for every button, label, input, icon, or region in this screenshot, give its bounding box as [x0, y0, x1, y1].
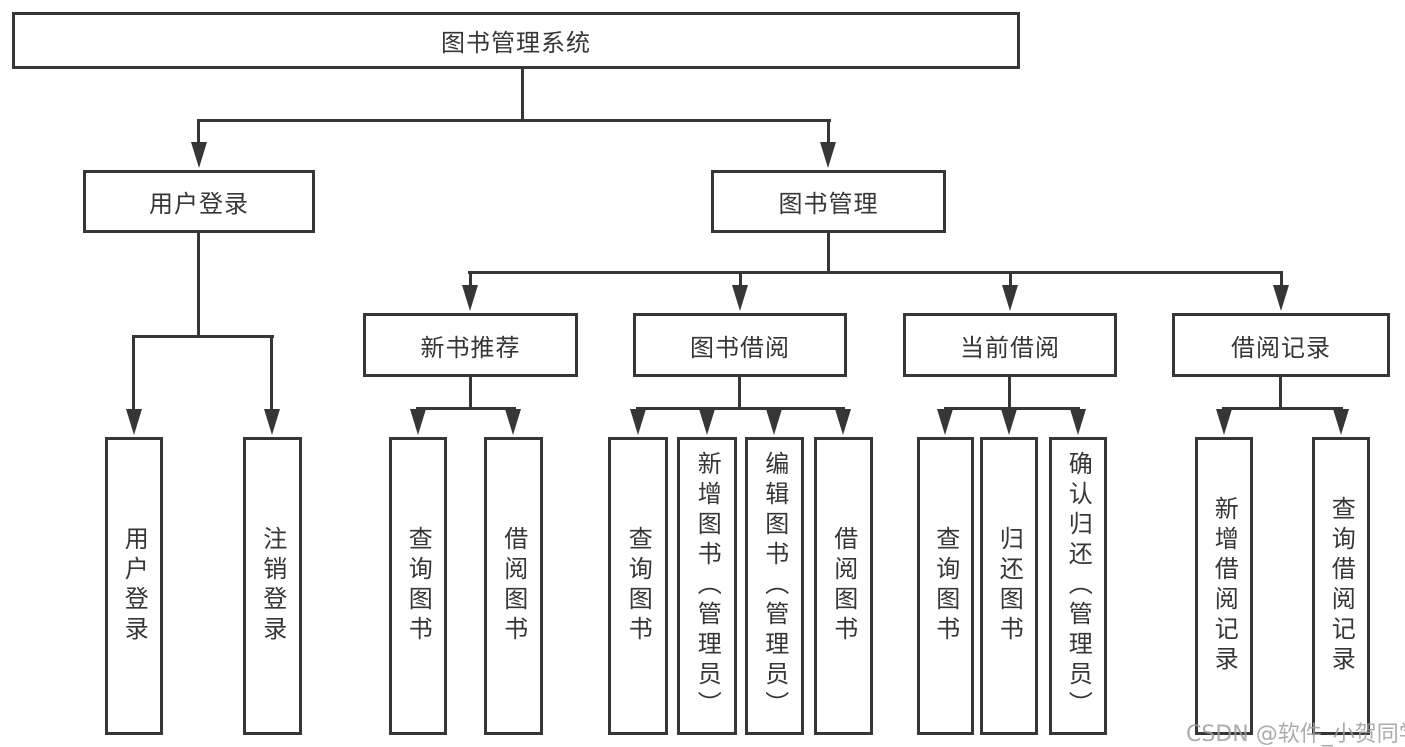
node-label: 新增借阅记录	[1210, 496, 1239, 676]
connector-line	[197, 233, 200, 337]
connector-line	[1222, 407, 1343, 410]
connector-line	[827, 119, 830, 150]
node-borrow-borrow-books: 借阅图书	[814, 437, 873, 735]
connector-line	[1280, 271, 1283, 288]
connector-line	[827, 233, 830, 274]
node-book-borrowing: 图书借阅	[633, 313, 847, 377]
node-book-management: 图书管理	[711, 170, 946, 233]
connector-arrow-down	[732, 285, 748, 311]
node-label: 查询借阅记录	[1327, 496, 1356, 676]
connector-arrow-down	[630, 409, 646, 435]
node-user-login-leaf: 用户登录	[105, 437, 163, 735]
node-label: 图书管理系统	[441, 29, 591, 57]
connector-arrow-down	[462, 285, 478, 311]
node-label: 图书借阅	[690, 333, 790, 362]
node-label: 注销登录	[258, 526, 287, 646]
connector-arrow-down	[937, 409, 953, 435]
connector-arrow-down	[766, 409, 782, 435]
connector-line	[944, 407, 1080, 410]
connector-line	[132, 335, 274, 338]
connector-line	[270, 335, 273, 409]
csdn-watermark: CSDN @软件_小贺同学	[1186, 722, 1405, 747]
connector-arrow-down	[1273, 285, 1289, 311]
connector-line	[738, 375, 741, 409]
node-rec-query-books: 查询图书	[389, 437, 447, 735]
connector-arrow-down	[1070, 409, 1086, 435]
connector-line	[1008, 375, 1011, 409]
node-borrowing-records: 借阅记录	[1172, 313, 1390, 377]
connector-arrow-down	[835, 409, 851, 435]
connector-arrow-down	[1002, 285, 1018, 311]
node-rec-borrow-books: 借阅图书	[484, 437, 543, 735]
connector-line	[197, 119, 831, 122]
connector-arrow-down	[126, 409, 142, 435]
node-label: 当前借阅	[960, 333, 1060, 362]
node-label: 用户登录	[120, 526, 149, 646]
node-records-add-record: 新增借阅记录	[1195, 437, 1253, 735]
node-current-return-books: 归还图书	[980, 437, 1038, 735]
connector-arrow-down	[699, 409, 715, 435]
connector-line	[739, 271, 742, 288]
node-label: 借阅图书	[829, 526, 858, 646]
node-label: 新增图书（管理员）	[693, 451, 722, 721]
node-current-borrowing: 当前借阅	[903, 313, 1117, 377]
connector-arrow-down	[1333, 409, 1349, 435]
node-borrow-edit-books-admin: 编辑图书（管理员）	[745, 437, 804, 735]
node-label: 查询图书	[931, 526, 960, 646]
connector-arrow-down	[264, 409, 280, 435]
connector-line	[521, 69, 524, 122]
node-label: 查询图书	[404, 526, 433, 646]
node-label: 用户登录	[149, 190, 249, 218]
connector-line	[468, 271, 1283, 274]
connector-line	[1009, 271, 1012, 288]
connector-arrow-down	[1001, 409, 1017, 435]
node-label: 借阅图书	[499, 526, 528, 646]
node-borrow-add-books-admin: 新增图书（管理员）	[677, 437, 737, 735]
node-new-book-recommendation: 新书推荐	[363, 313, 578, 377]
connector-line	[1279, 375, 1282, 409]
node-current-confirm-return-admin: 确认归还（管理员）	[1049, 437, 1107, 735]
connector-arrow-down	[505, 409, 521, 435]
connector-arrow-down	[191, 142, 207, 168]
node-label: 查询图书	[624, 526, 653, 646]
node-current-query-books: 查询图书	[917, 437, 974, 735]
node-records-query-record: 查询借阅记录	[1312, 437, 1370, 735]
node-label: 确认归还（管理员）	[1064, 451, 1093, 721]
connector-line	[469, 271, 472, 288]
connector-line	[197, 119, 200, 150]
node-label: 新书推荐	[420, 333, 521, 362]
connector-arrow-down	[410, 409, 426, 435]
node-logout: 注销登录	[243, 437, 302, 735]
connector-arrow-down	[1216, 409, 1232, 435]
node-label: 图书管理	[778, 190, 879, 218]
node-label: 归还图书	[995, 526, 1024, 646]
connector-line	[132, 335, 135, 409]
connector-arrow-down	[820, 142, 836, 168]
connector-line	[416, 407, 516, 410]
node-borrow-query-books: 查询图书	[608, 437, 668, 735]
connector-line	[636, 407, 845, 410]
node-book-management-system: 图书管理系统	[12, 12, 1020, 69]
node-label: 编辑图书（管理员）	[760, 451, 789, 721]
node-user-login: 用户登录	[83, 170, 315, 233]
node-label: 借阅记录	[1231, 333, 1331, 362]
connector-line	[469, 375, 472, 409]
